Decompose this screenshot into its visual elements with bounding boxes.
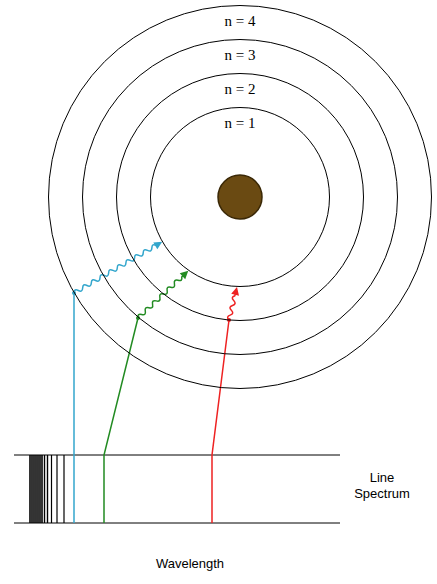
orbit-label: n = 2	[116, 81, 364, 98]
orbit-ring: n = 4 n = 3 n = 2 n = 1	[48, 5, 432, 389]
orbit-ring: n = 3 n = 2 n = 1	[82, 39, 398, 355]
axis-label: Wavelength	[130, 556, 250, 572]
nucleus	[218, 175, 262, 219]
red-transition	[212, 286, 241, 523]
green-transition	[104, 268, 191, 523]
orbit-label: n = 3	[82, 47, 398, 64]
spectrum-label: Line Spectrum	[344, 470, 420, 502]
orbit-ring: n = 1	[150, 107, 330, 287]
spectrum-band	[14, 455, 340, 523]
blue-transition	[72, 238, 164, 523]
orbit-label: n = 1	[150, 115, 330, 132]
orbit-ring: n = 2 n = 1	[116, 73, 364, 321]
orbit-label: n = 4	[48, 13, 432, 30]
orbit-outline	[116, 73, 364, 321]
orbit-outline	[150, 107, 330, 287]
